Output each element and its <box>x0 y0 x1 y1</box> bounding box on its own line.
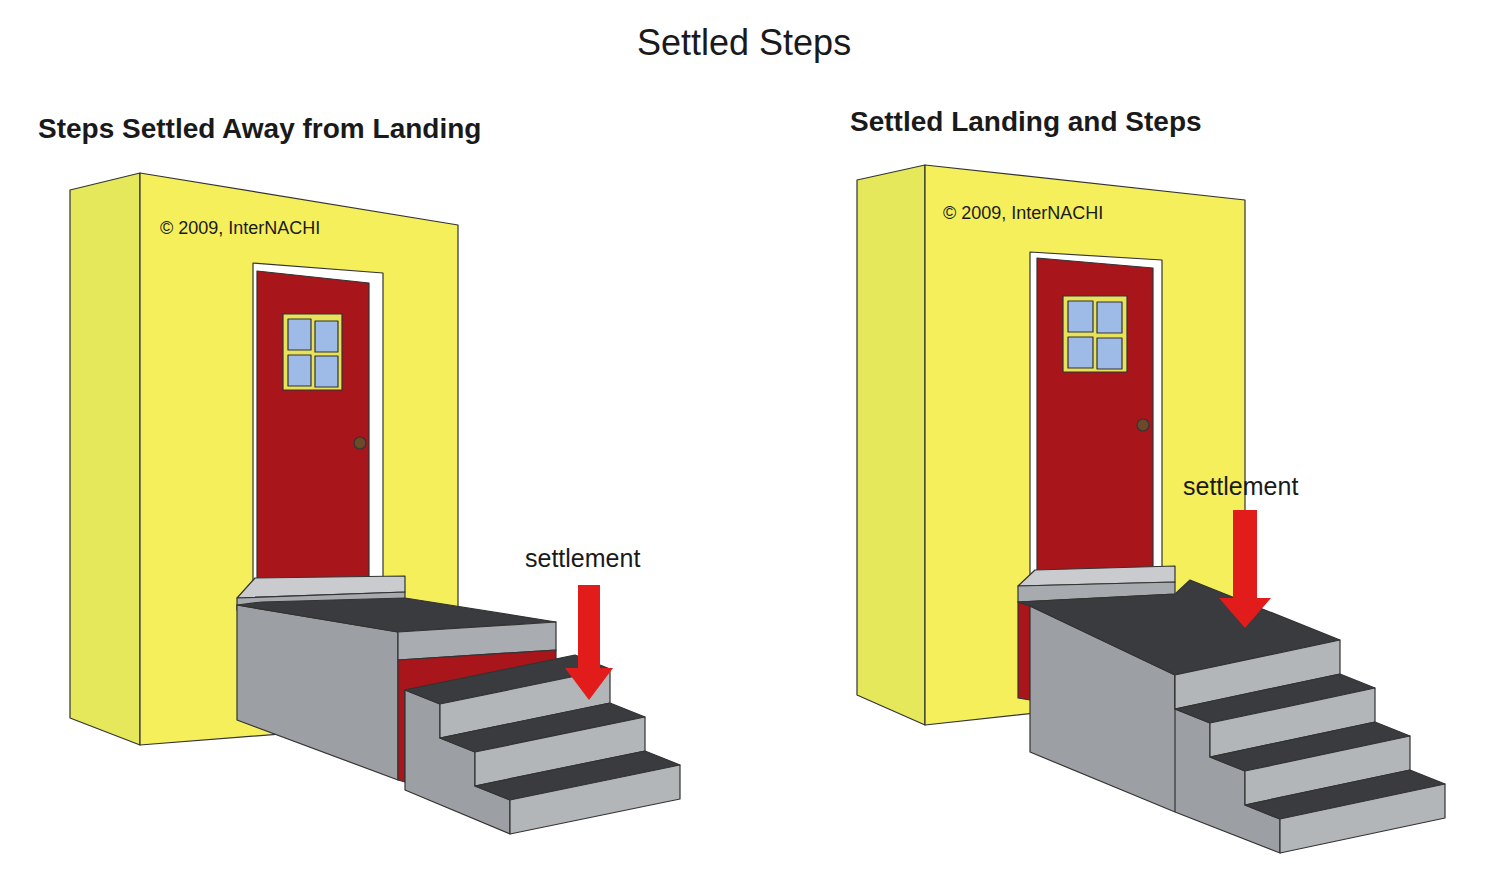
copyright-watermark: © 2009, InterNACHI <box>943 203 1103 224</box>
settlement-arrow <box>1219 598 1271 628</box>
step-riser <box>1280 784 1445 853</box>
landing-front <box>237 605 398 780</box>
settlement-arrow <box>578 585 600 668</box>
window-pane <box>288 319 311 350</box>
window-pane <box>1097 302 1122 333</box>
settlement-arrow <box>1233 510 1257 598</box>
door-knob <box>354 437 366 449</box>
copyright-watermark: © 2009, InterNACHI <box>160 218 320 239</box>
settlement-label: settlement <box>525 544 640 573</box>
settlement-gap <box>1018 602 1030 700</box>
window-pane <box>315 356 338 387</box>
window-pane <box>1068 301 1093 332</box>
door <box>1037 258 1153 575</box>
door <box>257 271 369 586</box>
window-pane <box>1097 338 1122 369</box>
settlement-label: settlement <box>1183 472 1298 501</box>
window-pane <box>315 321 338 352</box>
door-frame <box>1030 252 1162 582</box>
wall-side <box>70 173 140 745</box>
window-pane <box>288 355 311 386</box>
door-window <box>283 314 342 390</box>
door-frame <box>253 263 383 592</box>
door-knob <box>1137 419 1149 431</box>
window-pane <box>1068 337 1093 368</box>
panel-heading: Steps Settled Away from Landing <box>38 113 481 145</box>
settlement-arrow <box>565 668 613 700</box>
diagram-title: Settled Steps <box>637 22 851 63</box>
panel-heading: Settled Landing and Steps <box>850 106 1202 138</box>
step-riser <box>510 765 680 834</box>
door-window <box>1063 296 1127 372</box>
wall-side <box>857 165 925 725</box>
